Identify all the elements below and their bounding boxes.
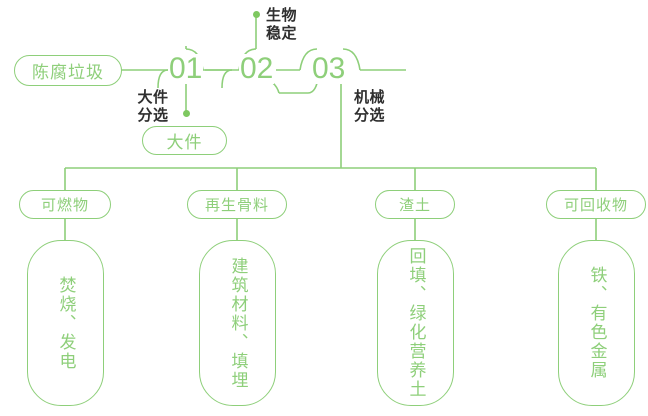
branch-pill-1-label: 可燃物 bbox=[40, 197, 89, 214]
stage-label-03-line1: 机械 bbox=[354, 89, 386, 106]
stage-label-02: 生物 稳定 bbox=[266, 7, 310, 44]
stage-number-01: 01 bbox=[168, 52, 204, 85]
bulky-endpoint-dot bbox=[183, 110, 190, 117]
stage-label-02-line2: 稳定 bbox=[266, 25, 298, 43]
stage-label-03: 机械 分选 bbox=[354, 89, 398, 126]
branch-pill-3[interactable]: 渣土 bbox=[375, 190, 455, 219]
stage-label-01-line2: 分选 bbox=[137, 107, 169, 125]
stage-label-01: 大件 分选 bbox=[131, 89, 175, 126]
arc-02-left-bottom bbox=[221, 69, 233, 89]
branch-result-box-3[interactable]: 回填、绿化营养土 bbox=[377, 240, 454, 406]
branch-pill-2-label: 再生骨料 bbox=[204, 197, 269, 214]
branch-pill-3-label: 渣土 bbox=[398, 197, 431, 214]
side-output-pill-bulky-label: 大件 bbox=[166, 133, 203, 152]
branch-result-1-text: 焚烧、发电 bbox=[56, 275, 76, 371]
branch-result-3-text: 回填、绿化营养土 bbox=[406, 247, 426, 399]
branch-result-box-2[interactable]: 建筑材料、填埋 bbox=[199, 240, 276, 406]
stage-number-03: 03 bbox=[311, 52, 347, 85]
stage-label-02-line1: 生物 bbox=[266, 7, 298, 24]
source-pill[interactable]: 陈腐垃圾 bbox=[14, 55, 122, 86]
stage-label-03-line2: 分选 bbox=[354, 107, 386, 125]
source-pill-label: 陈腐垃圾 bbox=[32, 63, 104, 82]
side-output-pill-bulky[interactable]: 大件 bbox=[142, 126, 227, 155]
branch-pill-2[interactable]: 再生骨料 bbox=[187, 190, 287, 219]
bio-stable-endpoint-dot bbox=[253, 11, 260, 18]
arc-01-left bbox=[157, 69, 169, 89]
branch-pill-4-label: 可回收物 bbox=[563, 197, 628, 214]
branch-result-4-text: 铁、有色金属 bbox=[587, 266, 607, 380]
branch-pill-1[interactable]: 可燃物 bbox=[19, 190, 111, 219]
stage-number-02: 02 bbox=[239, 52, 275, 85]
stage-label-01-line1: 大件 bbox=[137, 89, 169, 106]
branch-result-box-1[interactable]: 焚烧、发电 bbox=[27, 240, 104, 406]
branch-pill-4[interactable]: 可回收物 bbox=[546, 190, 646, 219]
branch-result-box-4[interactable]: 铁、有色金属 bbox=[558, 240, 635, 406]
branch-result-2-text: 建筑材料、填埋 bbox=[228, 256, 248, 390]
